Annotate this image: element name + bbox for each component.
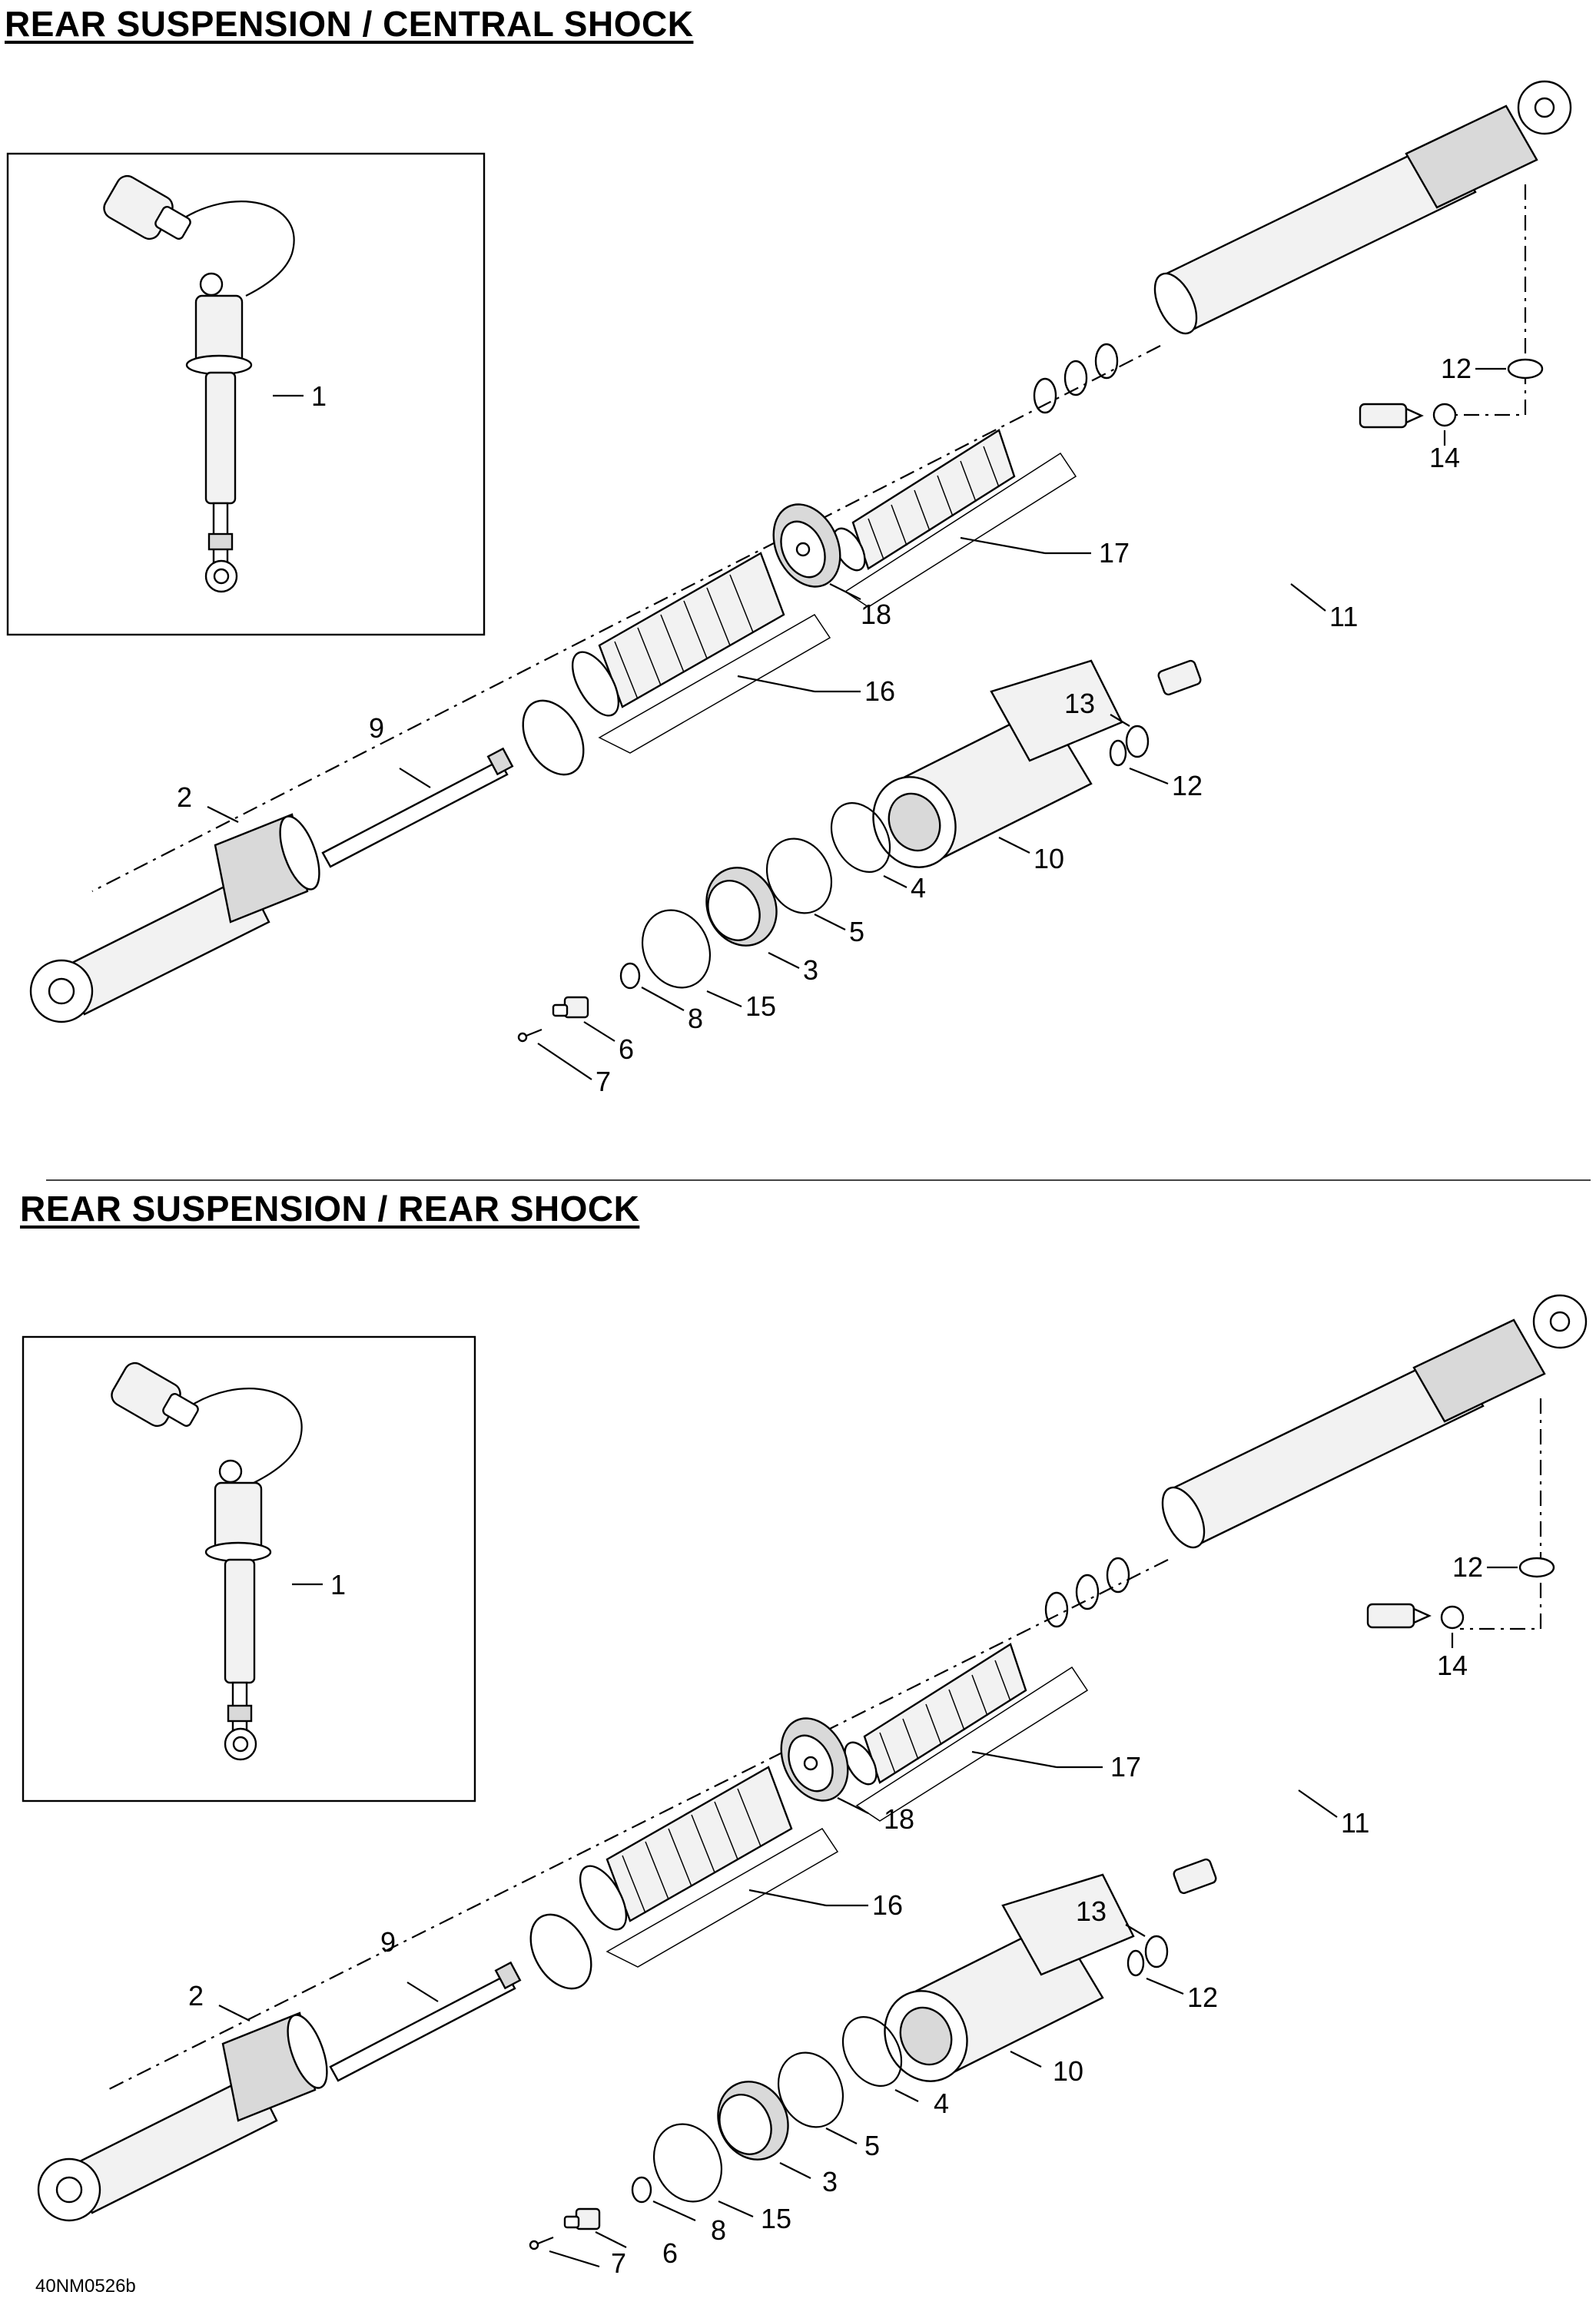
callout-14: 14	[1429, 442, 1460, 473]
inset-shock-assembly	[111, 1361, 323, 1761]
oring-12-lower	[1126, 1949, 1145, 1977]
callout-2: 2	[188, 1980, 204, 2011]
callout-9: 9	[380, 1926, 396, 1958]
spring-large	[571, 552, 785, 717]
section-title-rear-shock: REAR SUSPENSION / REAR SHOCK	[20, 1189, 640, 1229]
callout-1: 1	[330, 1569, 346, 1600]
callout-14: 14	[1437, 1650, 1468, 1681]
callout-10: 10	[1053, 2055, 1083, 2087]
shock-body	[1161, 1294, 1588, 1549]
seal-8	[619, 962, 641, 990]
shaft	[329, 1961, 522, 2082]
washer-13	[1144, 1935, 1169, 1968]
axis-line-upper	[1460, 1398, 1542, 1630]
callout-11: 11	[1341, 1807, 1369, 1839]
spring-seat	[529, 1913, 592, 1990]
piston	[705, 867, 778, 947]
oring-15	[641, 909, 712, 989]
callout-16: 16	[872, 1889, 903, 1921]
callout-16: 16	[864, 675, 895, 707]
callout-8: 8	[688, 1003, 703, 1034]
oring-4	[830, 801, 891, 874]
exploded-diagram-rear-shock: 1 12 14 11 17	[0, 1229, 1596, 2274]
callout-1: 1	[311, 380, 327, 412]
axis-line-upper	[1445, 184, 1527, 416]
callout-18: 18	[884, 1803, 914, 1835]
callout-18: 18	[861, 599, 891, 630]
callout-13: 13	[1076, 1895, 1107, 1927]
shaft	[321, 747, 514, 868]
end-eye-body	[37, 2011, 328, 2222]
callout-8: 8	[711, 2214, 726, 2246]
washer-stack	[1044, 1557, 1130, 1628]
callout-12-lower: 12	[1187, 1982, 1218, 2013]
drawing-code: 40NM0526b	[35, 2276, 136, 2297]
oring-15	[652, 2123, 723, 2203]
callout-4: 4	[934, 2088, 949, 2119]
section-title-central-shock: REAR SUSPENSION / CENTRAL SHOCK	[5, 4, 694, 44]
callout-12-upper: 12	[1441, 353, 1472, 384]
valve-6	[563, 2207, 601, 2230]
end-eye-body	[29, 813, 320, 1023]
screw-7	[529, 2236, 554, 2250]
callout-17: 17	[1099, 537, 1130, 569]
oring-4	[841, 2015, 903, 2088]
callout-6: 6	[662, 2237, 678, 2269]
callout-9: 9	[369, 712, 384, 744]
spring-seat	[522, 699, 585, 776]
oring-12-lower	[1109, 739, 1127, 767]
reservoir	[884, 1873, 1135, 2082]
callout-7: 7	[611, 2247, 626, 2274]
callout-5: 5	[849, 916, 864, 947]
callout-10: 10	[1034, 843, 1064, 874]
inset-box	[6, 152, 486, 636]
bumper	[780, 1717, 849, 1802]
spring-small	[844, 1643, 1027, 1786]
exploded-diagram-central-shock: 1 12 14 11 17	[0, 46, 1596, 1122]
washer-stack	[1033, 343, 1119, 414]
callout-15: 15	[761, 2203, 791, 2234]
callout-2: 2	[177, 781, 192, 813]
callout-12-upper: 12	[1452, 1551, 1483, 1583]
hose	[1157, 403, 1424, 696]
callout-3: 3	[803, 954, 818, 986]
reservoir	[872, 659, 1123, 868]
valve-6	[552, 996, 589, 1019]
spring-large	[579, 1766, 793, 1931]
diagram-svg-rear-shock: 1 12 14 11 17	[22, 1294, 1588, 2274]
washer-13	[1125, 725, 1150, 758]
hose	[1173, 1603, 1432, 1895]
callout-15: 15	[745, 990, 776, 1022]
callout-12-lower: 12	[1172, 770, 1203, 801]
callout-17: 17	[1110, 1751, 1141, 1783]
screw-7	[517, 1028, 543, 1043]
callout-6: 6	[619, 1033, 634, 1065]
bumper	[772, 503, 841, 588]
piston	[717, 2081, 789, 2161]
callout-3: 3	[822, 2166, 838, 2197]
callout-4: 4	[911, 872, 926, 904]
callout-5: 5	[864, 2130, 880, 2161]
section-divider	[46, 1179, 1591, 1181]
shock-body	[1153, 80, 1572, 335]
spring-small	[832, 429, 1016, 572]
callout-7: 7	[596, 1066, 611, 1097]
diagram-svg-central-shock: 1 12 14 11 17	[6, 80, 1572, 1097]
inset-shock-assembly	[103, 174, 304, 593]
callout-13: 13	[1064, 688, 1095, 719]
seal-8	[631, 2176, 652, 2204]
callout-11: 11	[1329, 601, 1358, 632]
